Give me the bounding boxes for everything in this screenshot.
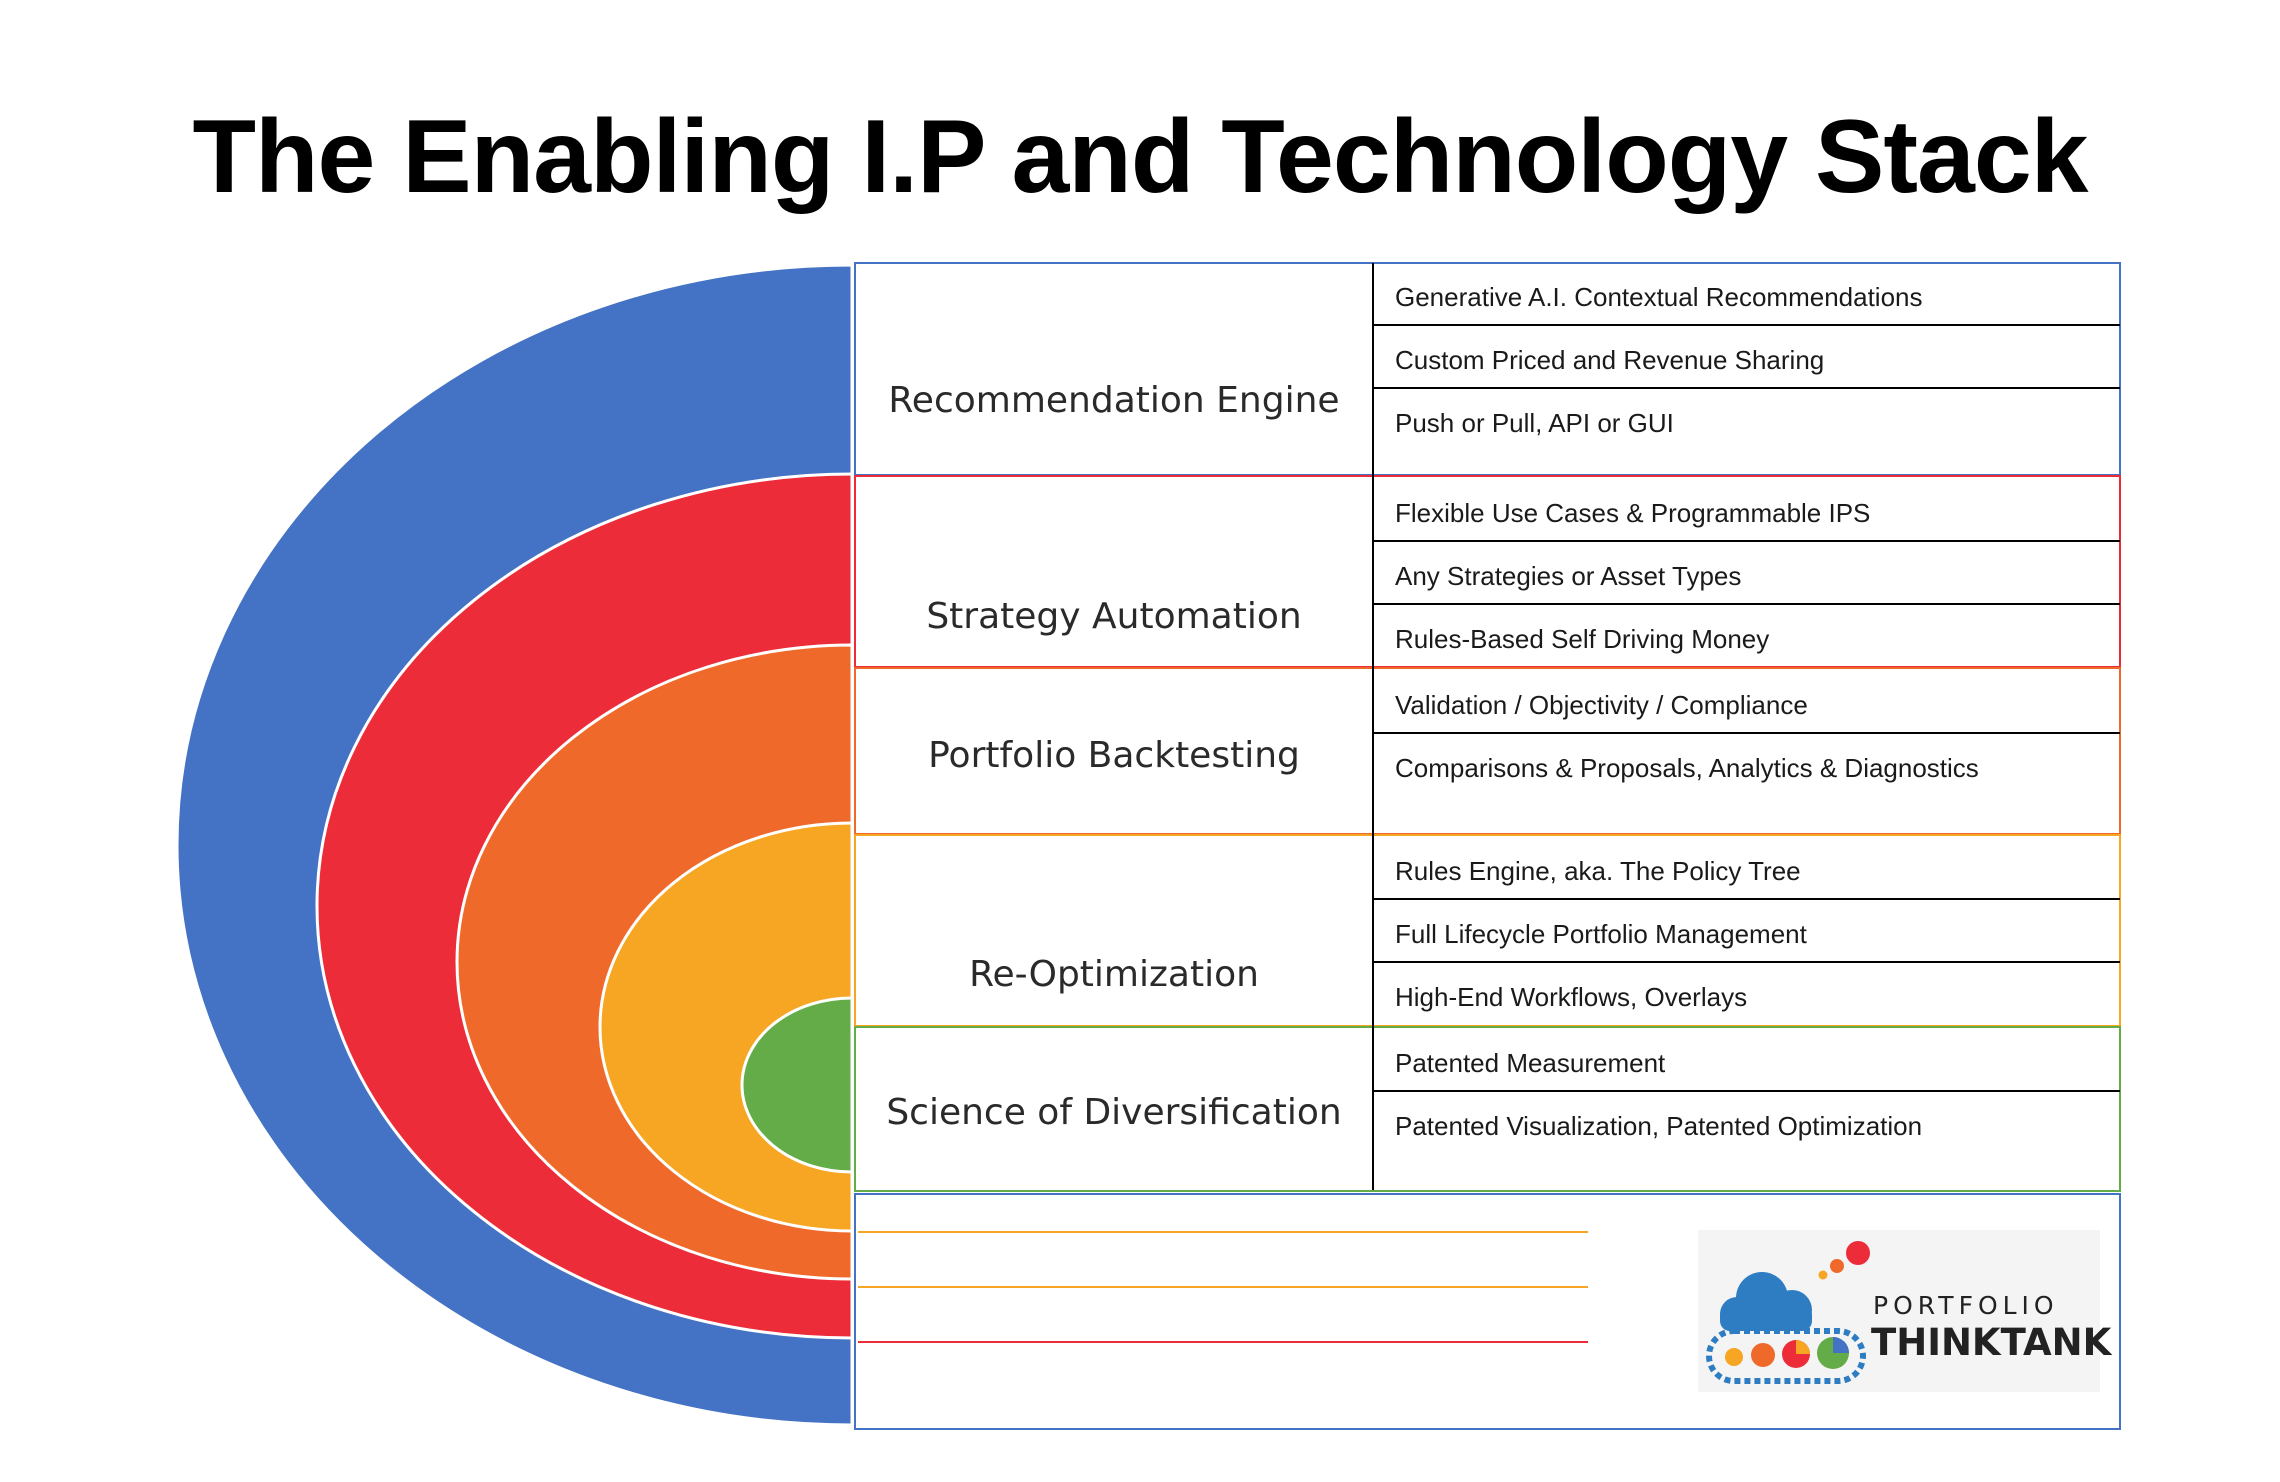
item-text: Comparisons & Proposals, Analytics & Dia…	[1395, 753, 1979, 783]
arc-green	[740, 996, 854, 1174]
layer-label: Re-Optimization	[969, 954, 1259, 995]
section-box-diversification	[854, 1026, 2121, 1192]
logo-text-bottom: THINKTANK	[1871, 1321, 2113, 1364]
item-text: Validation / Objectivity / Compliance	[1395, 690, 1808, 720]
item-text: Push or Pull, API or GUI	[1395, 408, 1674, 438]
cloud-icon	[1720, 1272, 1812, 1331]
row-separators	[1373, 324, 2120, 1092]
item-text: Any Strategies or Asset Types	[1395, 561, 1741, 591]
tank-tread-icon	[1706, 1328, 1866, 1384]
page-title: The Enabling I.P and Technology Stack	[192, 99, 2088, 215]
item-text: Rules Engine, aka. The Policy Tree	[1395, 856, 1801, 886]
item-text: Patented Measurement	[1395, 1048, 1666, 1078]
item-text: High-End Workflows, Overlays	[1395, 982, 1747, 1012]
layer-label: Science of Diversification	[886, 1092, 1341, 1133]
item-text: Custom Priced and Revenue Sharing	[1395, 345, 1824, 375]
layer-label: Portfolio Backtesting	[928, 735, 1300, 776]
portfolio-thinktank-logo: PORTFOLIO THINKTANK	[1698, 1230, 2113, 1392]
item-text: Generative A.I. Contextual Recommendatio…	[1395, 282, 1923, 312]
item-text: Patented Visualization, Patented Optimiz…	[1395, 1111, 1922, 1141]
layer-label: Recommendation Engine	[888, 380, 1339, 421]
logo-text-top: PORTFOLIO	[1873, 1291, 2059, 1320]
logo-box	[854, 1193, 2121, 1430]
item-text: Rules-Based Self Driving Money	[1395, 624, 1769, 654]
layer-label: Strategy Automation	[926, 596, 1301, 637]
item-text: Full Lifecycle Portfolio Management	[1395, 919, 1808, 949]
item-text: Flexible Use Cases & Programmable IPS	[1395, 498, 1870, 528]
